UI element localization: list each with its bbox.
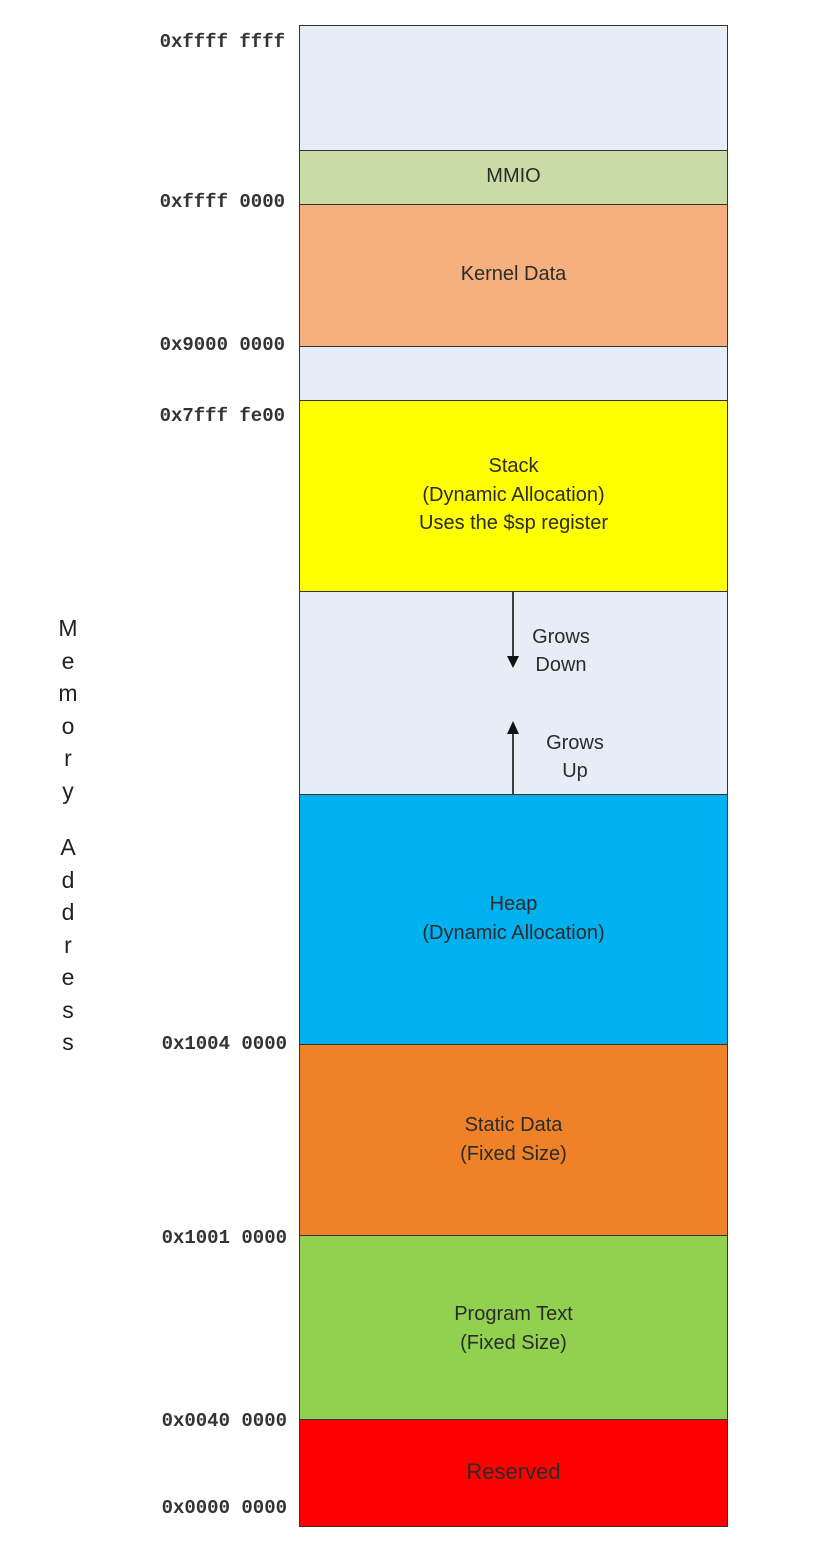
grow-label-line: Down <box>535 654 587 676</box>
region-label-line: Heap <box>489 893 538 915</box>
region-label-line: (Dynamic Allocation) <box>422 921 605 944</box>
grow-label-line: Up <box>562 760 588 782</box>
region-label-line: (Fixed Size) <box>460 1331 567 1354</box>
region-heap: Heap (Dynamic Allocation) <box>299 794 728 1045</box>
axis-title-char: m <box>58 680 78 706</box>
axis-title-char: r <box>64 931 72 958</box>
address-label-ffffffff: 0xffff ffff <box>159 31 285 53</box>
address-label-ffff0000: 0xffff 0000 <box>159 191 285 213</box>
grows-up-arrow-head <box>507 721 519 734</box>
region-reserved: Reserved <box>299 1419 728 1527</box>
grows-up-label: Grows Up <box>525 729 625 785</box>
region-label: Stack (Dynamic Allocation) Uses the $sp … <box>300 452 727 538</box>
region-label-line: Stack <box>488 455 539 477</box>
address-label-7ffffe00: 0x7fff fe00 <box>159 405 285 427</box>
region-stack: Stack (Dynamic Allocation) Uses the $sp … <box>299 400 728 592</box>
axis-title-char: e <box>61 964 75 990</box>
axis-title-char: d <box>61 899 75 925</box>
region-gap-unused <box>299 346 728 401</box>
axis-title-char: s <box>62 996 74 1023</box>
region-label: Reserved <box>300 1458 727 1487</box>
grows-down-label: Grows Down <box>511 623 611 679</box>
region-label: Program Text (Fixed Size) <box>300 1300 727 1357</box>
address-label-00000000: 0x0000 0000 <box>161 1497 287 1519</box>
axis-title-char: M <box>58 615 78 641</box>
region-label-line: (Dynamic Allocation) <box>422 483 605 506</box>
address-label-10010000: 0x1001 0000 <box>161 1227 287 1249</box>
grow-label-line: Grows <box>546 732 604 754</box>
address-label-00400000: 0x0040 0000 <box>161 1410 287 1432</box>
axis-title-char: e <box>61 647 75 674</box>
region-kernel-data: Kernel Data <box>299 204 728 347</box>
region-label-line: Static Data <box>464 1114 563 1136</box>
axis-title-char: d <box>61 866 75 893</box>
address-label-10040000: 0x1004 0000 <box>161 1033 287 1055</box>
axis-title-char: A <box>60 834 76 860</box>
region-program-text: Program Text (Fixed Size) <box>299 1235 728 1420</box>
axis-title-char: r <box>64 745 72 771</box>
axis-title: M e m o r y A d d r e s s <box>48 612 88 1059</box>
region-mmio: MMIO <box>299 150 728 205</box>
axis-title-char: s <box>62 1029 74 1055</box>
region-label: Static Data (Fixed Size) <box>300 1111 727 1168</box>
grow-label-line: Grows <box>532 626 590 648</box>
region-label-line: MMIO <box>486 165 541 187</box>
region-label: Kernel Data <box>300 260 727 289</box>
region-label-line: Kernel Data <box>460 263 567 285</box>
axis-title-char: y <box>62 777 74 804</box>
address-label-90000000: 0x9000 0000 <box>159 334 285 356</box>
region-label-line: Program Text <box>454 1303 573 1325</box>
region-label-line: Uses the $sp register <box>419 512 608 534</box>
region-label: MMIO <box>300 162 727 191</box>
region-label-line: Reserved <box>466 1459 561 1484</box>
region-top-unused <box>299 25 728 151</box>
grows-down-arrow-head <box>507 656 519 668</box>
region-label-line: (Fixed Size) <box>460 1142 567 1165</box>
region-label: Heap (Dynamic Allocation) <box>300 890 727 947</box>
axis-title-char: o <box>61 712 75 739</box>
